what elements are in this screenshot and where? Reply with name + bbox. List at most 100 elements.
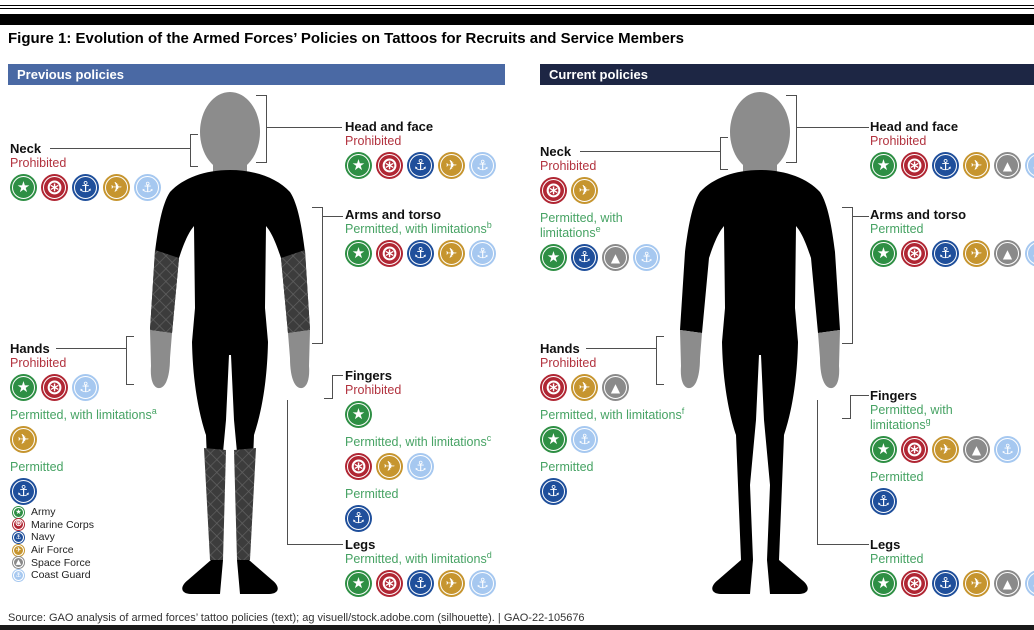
badge-glyph: ⚓ [15, 532, 22, 541]
badge-ring [573, 428, 596, 451]
coast-guard-icon: ⚓ [469, 152, 496, 179]
connector-tick [842, 418, 851, 419]
branch-icon-row: ⊛✈⚓ [345, 453, 535, 480]
status-text: Permitted, with limitations [540, 408, 682, 422]
legend-label: Marine Corps [31, 518, 95, 531]
badge-ring [903, 572, 926, 595]
connector-tick [312, 207, 323, 208]
connector-line [56, 348, 126, 349]
navy-icon: ⚓ [932, 570, 959, 597]
top-black-bar [0, 14, 1034, 25]
badge-glyph: ✈ [445, 575, 458, 592]
badge-glyph: ★ [15, 507, 22, 516]
section-label: Legs [870, 537, 901, 552]
footnote-sup: b [486, 219, 492, 230]
marine-corps-icon: ⊛ [901, 152, 928, 179]
legend: ★ Army ⊛ Marine Corps ⚓ Navy ✈ Air Force… [12, 505, 95, 582]
section-label: Arms and torso [870, 207, 967, 222]
badge-glyph: ⚓ [413, 244, 428, 262]
badge-ring [542, 246, 565, 269]
tattoo-forearm-left [150, 250, 179, 333]
connector-tick [786, 162, 797, 163]
branch-icon-row: ★⊛⚓✈⚓ [345, 570, 535, 597]
status-text: Permitted [345, 487, 399, 501]
air-force-icon: ✈ [438, 570, 465, 597]
badge-glyph: ✈ [939, 441, 952, 458]
connector-line [323, 216, 343, 217]
marine-corps-icon: ⊛ [41, 374, 68, 401]
legend-label: Navy [31, 531, 55, 544]
badge-glyph: ⚓ [546, 482, 561, 500]
badge-glyph: ⚓ [15, 570, 22, 579]
space-force-icon: ▲ [994, 152, 1021, 179]
badge-ring [635, 246, 658, 269]
badge-ring [903, 154, 926, 177]
section-neck-previous: Neck Prohibited ★⊛⚓✈⚓ [10, 141, 170, 201]
badge-glyph: ⚓ [414, 458, 427, 475]
air-force-icon: ✈ [438, 240, 465, 267]
status-permitted-limited: Permitted, with limitationsc [345, 433, 535, 450]
branch-icon-row: ★⚓ [540, 426, 745, 453]
air-force-icon: ✈ [10, 426, 37, 453]
navy-icon: ⚓ [345, 505, 372, 532]
panel-header-previous: Previous policies [8, 64, 505, 85]
badge-glyph: ⊛ [544, 178, 563, 202]
connector-tick [720, 137, 728, 138]
connector-tick [324, 398, 333, 399]
status-permitted: Permitted [870, 552, 1034, 567]
connector-bracket [796, 95, 797, 163]
connector-tick [190, 134, 198, 135]
coast-guard-icon: ⚓ [1025, 152, 1034, 179]
army-icon: ★ [10, 374, 37, 401]
badge-glyph: ⊛ [905, 571, 924, 595]
badge-ring [996, 154, 1019, 177]
status-text: Prohibited [540, 159, 597, 173]
badge-ring [43, 176, 66, 199]
navy-icon: ⚓ [932, 152, 959, 179]
connector-bracket [817, 400, 818, 545]
branch-icon-row: ★⚓▲⚓ [540, 244, 660, 271]
badge-ring [409, 455, 432, 478]
badge-ring [965, 438, 988, 461]
footnote-sup: a [151, 405, 157, 416]
space-force-icon: ▲ [963, 436, 990, 463]
status-permitted-limited: Permitted, with limitationsg [870, 403, 992, 433]
badge-ring [13, 569, 24, 581]
connector-bracket [266, 95, 267, 163]
section-head-and-face-current: Head and face Prohibited ★⊛⚓✈▲⚓ [870, 119, 1034, 179]
status-text: Permitted, with limitations [10, 408, 152, 422]
section-label: Hands [10, 341, 50, 356]
branch-icon-row: ★⊛⚓✈▲⚓ [870, 240, 1034, 267]
badge-glyph: ★ [546, 430, 561, 448]
section-hands-current: Hands Prohibited ⊛✈▲ Permitted, with lim… [540, 341, 745, 505]
status-permitted: Permitted [540, 460, 745, 475]
badge-glyph: ✈ [445, 245, 458, 262]
badge-glyph: ▲ [1002, 246, 1013, 261]
connector-tick [842, 207, 853, 208]
connector-bracket [190, 134, 191, 167]
army-icon: ★ [540, 244, 567, 271]
marine-corps-icon: ⊛ [376, 240, 403, 267]
army-icon: ★ [12, 505, 25, 519]
status-text: Permitted, with limitations [345, 435, 487, 449]
section-arms-and-torso-previous: Arms and torso Permitted, with limitatio… [345, 207, 535, 267]
body-silhouette-current [680, 92, 840, 594]
badge-ring [872, 154, 895, 177]
badge-glyph: ★ [351, 574, 366, 592]
connector-bracket [720, 137, 721, 170]
torso-arms-legs [680, 170, 840, 594]
badge-glyph: ★ [876, 156, 891, 174]
badge-ring [872, 438, 895, 461]
coast-guard-icon: ⚓ [469, 240, 496, 267]
badge-glyph: ⚓ [577, 248, 592, 266]
legend-label: Space Force [31, 556, 91, 569]
air-force-icon: ✈ [963, 570, 990, 597]
section-label: Head and face [345, 119, 434, 134]
branch-icon-row: ★⊛⚓✈⚓ [10, 174, 170, 201]
badge-glyph: ★ [876, 574, 891, 592]
badge-ring [573, 376, 596, 399]
badge-ring [378, 154, 401, 177]
badge-glyph: ✈ [970, 157, 983, 174]
badge-ring [378, 455, 401, 478]
connector-tick [656, 336, 664, 337]
